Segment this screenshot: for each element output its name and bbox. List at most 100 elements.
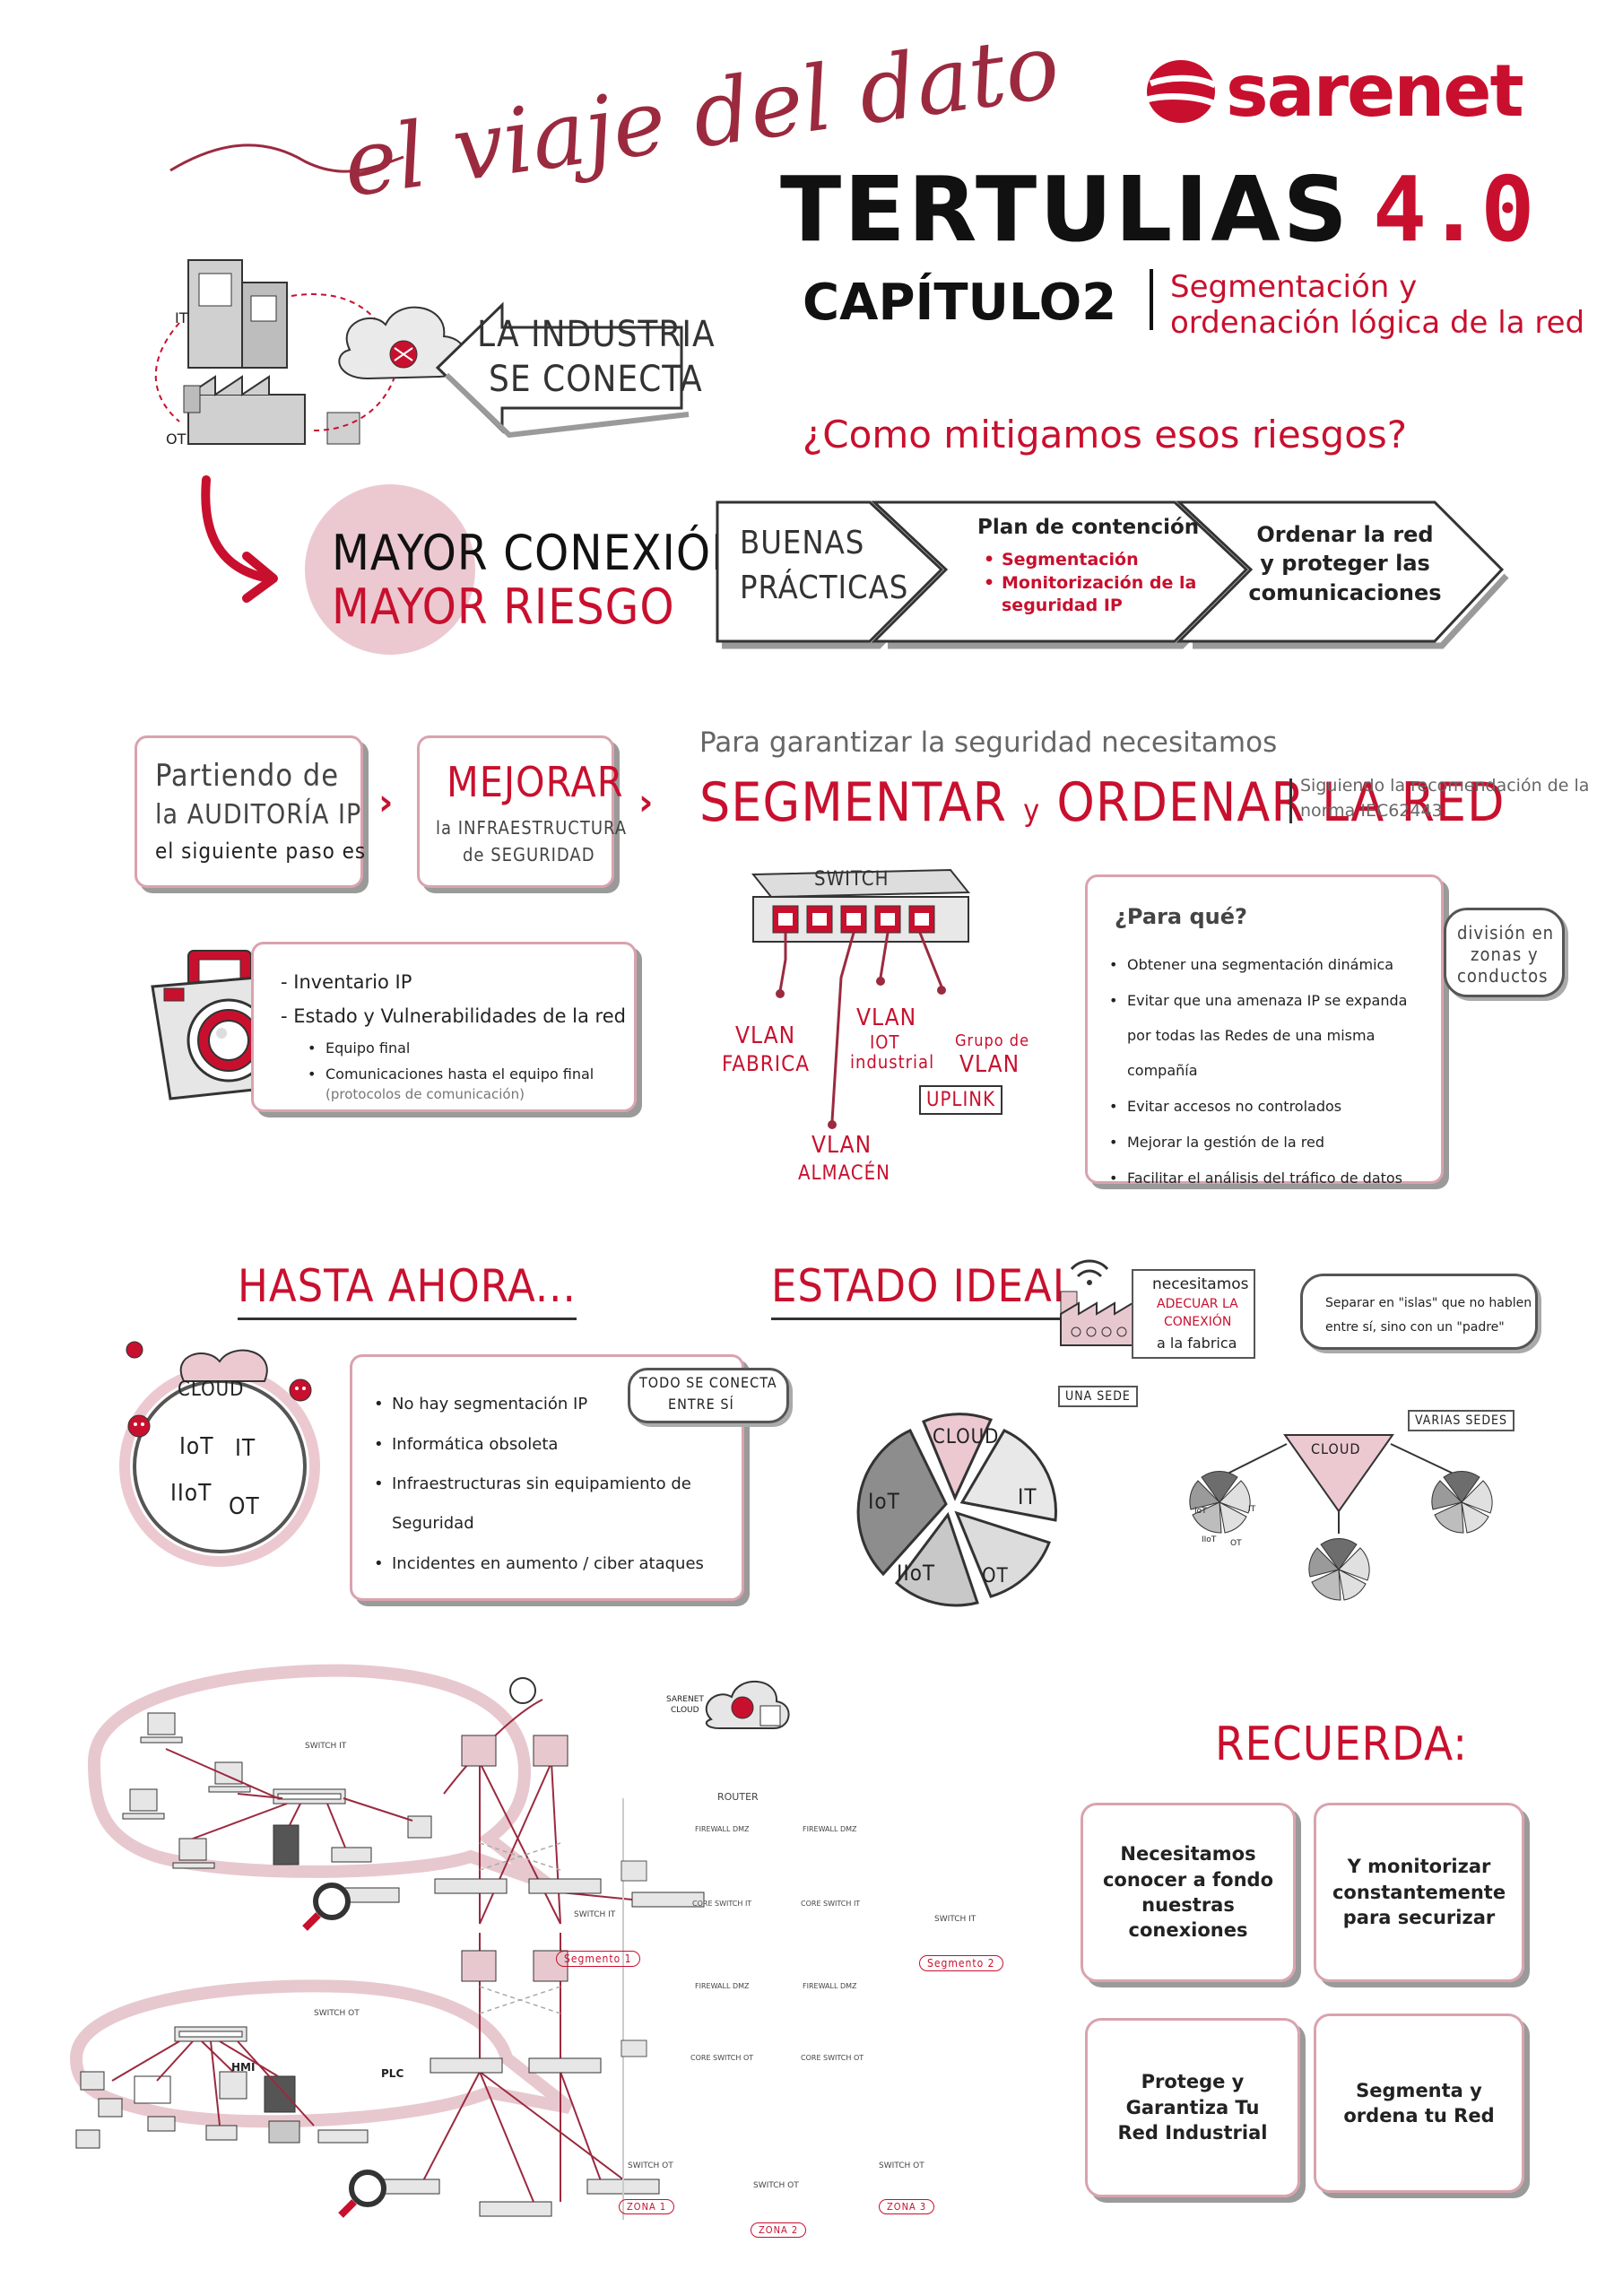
vlan-fabrica-label: VLAN (735, 1022, 796, 1049)
step2-item: Monitorización de la seguridad IP (982, 572, 1197, 618)
industry-illustration (154, 259, 466, 445)
improve-line3: de SEGURIDAD (463, 844, 595, 865)
inventory-box: - Inventario IP - Estado y Vulnerabilida… (251, 942, 637, 1112)
factory-wifi-icon (1060, 1259, 1133, 1346)
pie-segmentation (856, 1413, 1057, 1607)
islands-line: entre sí, sino con un "padre" (1325, 1320, 1505, 1335)
headline-y: y (1023, 793, 1041, 829)
una-sede-badge: UNA SEDE (1058, 1386, 1138, 1407)
ot-label: OT (166, 430, 187, 448)
uplink-badge: UPLINK (919, 1085, 1003, 1115)
islands-bubble (1300, 1274, 1538, 1350)
firewall-label: FIREWALL DMZ (695, 1825, 750, 1833)
sarenet-logo-icon (1146, 59, 1217, 123)
chapter-label: CAPÍTULO2 (803, 274, 1117, 332)
islands-line: Separar en "islas" que no hablen (1325, 1296, 1532, 1310)
segmento1-badge: Segmento 1 (556, 1951, 640, 1967)
need-box (1132, 1269, 1255, 1359)
mitigate-question: ¿Como mitigamos esos riesgos? (803, 413, 1408, 457)
vlan-iot-label: VLAN (856, 1004, 917, 1031)
para-que-box: ¿Para qué? Obtener una segmentación diná… (1085, 874, 1444, 1196)
zonas-bubble-line: zonas y (1471, 944, 1539, 965)
device-label-iiot: IIoT (170, 1480, 213, 1507)
core-switch-it-label: CORE SWITCH IT (692, 1900, 752, 1908)
zona2-badge: ZONA 2 (751, 2222, 807, 2238)
zona3-badge: ZONA 3 (879, 2199, 935, 2214)
router-label: ROUTER (717, 1791, 759, 1803)
vlan-almacen-label: VLAN (812, 1132, 872, 1159)
hmi-label: HMI (231, 2061, 256, 2074)
switch-it-label: SWITCH IT (305, 1742, 347, 1751)
device-label-ot: OT (229, 1493, 260, 1520)
switch-it-label: SWITCH IT (934, 1915, 976, 1924)
chapter-divider (1150, 269, 1153, 330)
multi-site-tree (1189, 1434, 1493, 1601)
script-title-swash (169, 144, 404, 173)
hasta-ahora-list: No hay segmentación IP Informática obsol… (372, 1384, 722, 1584)
para-que-item: Obtener una segmentación dinámica (1107, 947, 1421, 983)
para-que-list: Obtener una segmentación dinámica Evitar… (1107, 947, 1421, 1196)
page-title: TERTULIAS 4.0 (780, 157, 1535, 262)
recuerda-card: Protege y Garantiza Tu Red Industrial (1085, 2018, 1300, 2197)
industry-arrow (435, 301, 690, 439)
risk-line2: MAYOR RIESGO (332, 578, 675, 635)
security-need: Para garantizar la seguridad necesitamos (699, 726, 1278, 759)
vlan-switch-diagram (751, 868, 971, 1129)
todo-conecta-line: ENTRE SÍ (668, 1396, 734, 1413)
sarenet-cloud-icon (705, 1681, 790, 1729)
chapter-subtitle-1: Segmentación y (1170, 269, 1418, 305)
pie-label-iot: IoT (868, 1489, 900, 1514)
hasta-ahora-item: Informática obsoleta (372, 1424, 722, 1465)
firewall-label: FIREWALL DMZ (803, 1825, 857, 1833)
security-headline: SEGMENTAR y ORDENAR LA RED (699, 771, 1506, 834)
hasta-ahora-item: Incidentes en aumento / ciber ataques (372, 1544, 722, 1584)
step1-line1: BUENAS (740, 525, 865, 561)
inventory-subitem: Equipo final (306, 1036, 594, 1062)
audit-line3: el siguiente paso es (155, 839, 367, 864)
brand-name: sarenet (1226, 49, 1524, 133)
improve-box: MEJORAR la INFRAESTRUCTURA de SEGURIDAD (417, 735, 626, 888)
pie-label-ot: OT (982, 1565, 1009, 1587)
inventory-sublist: Equipo final Comunicaciones hasta el equ… (306, 1036, 594, 1088)
vlan-iot-label: industrial (850, 1051, 935, 1073)
step2-title: Plan de contención (977, 516, 1200, 539)
device-label-iot: IoT (179, 1433, 214, 1460)
device-label-it: IT (235, 1435, 256, 1462)
sarenet-logo: sarenet (1143, 49, 1524, 133)
mini-label: OT (1230, 1539, 1242, 1548)
mini-label: IoT (1194, 1507, 1207, 1516)
inventory-note: (protocolos de comunicación) (325, 1086, 525, 1102)
audit-line2: la AUDITORÍA IP (155, 799, 362, 831)
tree-cloud-label: CLOUD (1311, 1440, 1361, 1457)
inventory-subitem: Comunicaciones hasta el equipo final (306, 1062, 594, 1088)
need-line: ADECUAR LA (1157, 1297, 1238, 1311)
step1-line2: PRÁCTICAS (740, 570, 909, 606)
headline-ordenar: ORDENAR LA RED (1056, 771, 1506, 834)
switch-ot-label: SWITCH OT (753, 2181, 799, 2190)
chevron-right-icon: › (638, 782, 654, 823)
estado-ideal-title: ESTADO IDEAL (771, 1260, 1076, 1320)
step2-list: Segmentación Monitorización de la seguri… (982, 549, 1197, 618)
recuerda-title: RECUERDA: (1215, 1718, 1468, 1771)
mini-label: IT (1248, 1505, 1256, 1514)
audit-line1: Partiendo de (155, 758, 340, 794)
chapter-subtitle-2: ordenación lógica de la red (1170, 305, 1585, 341)
switch-it-label: SWITCH IT (574, 1910, 616, 1919)
switch-ot-label: SWITCH OT (879, 2161, 924, 2170)
mini-label: IIoT (1202, 1535, 1217, 1544)
todo-conecta-bubble (628, 1368, 789, 1423)
para-que-item: Mejorar la gestión de la red (1107, 1125, 1421, 1161)
hasta-ahora-title: HASTA AHORA... (238, 1260, 577, 1320)
headline-divider (1289, 778, 1292, 823)
switch-ot-label: SWITCH OT (314, 2009, 360, 2018)
risk-circle (305, 484, 475, 655)
para-que-title: ¿Para qué? (1115, 904, 1247, 929)
recuerda-card: Y monitorizar constantemente para securi… (1314, 1803, 1524, 1982)
hasta-ahora-item: No hay segmentación IP (372, 1384, 722, 1424)
todo-conecta-line: TODO SE CONECTA (639, 1374, 777, 1391)
industry-arrow-line2: SE CONECTA (489, 359, 703, 400)
firewall-ot-label: FIREWALL DMZ (695, 1982, 750, 1990)
step2-item: Segmentación (982, 549, 1197, 572)
inventory-item: - Estado y Vulnerabilidades de la red (281, 1005, 626, 1027)
cloud-label: CLOUD (178, 1378, 245, 1401)
